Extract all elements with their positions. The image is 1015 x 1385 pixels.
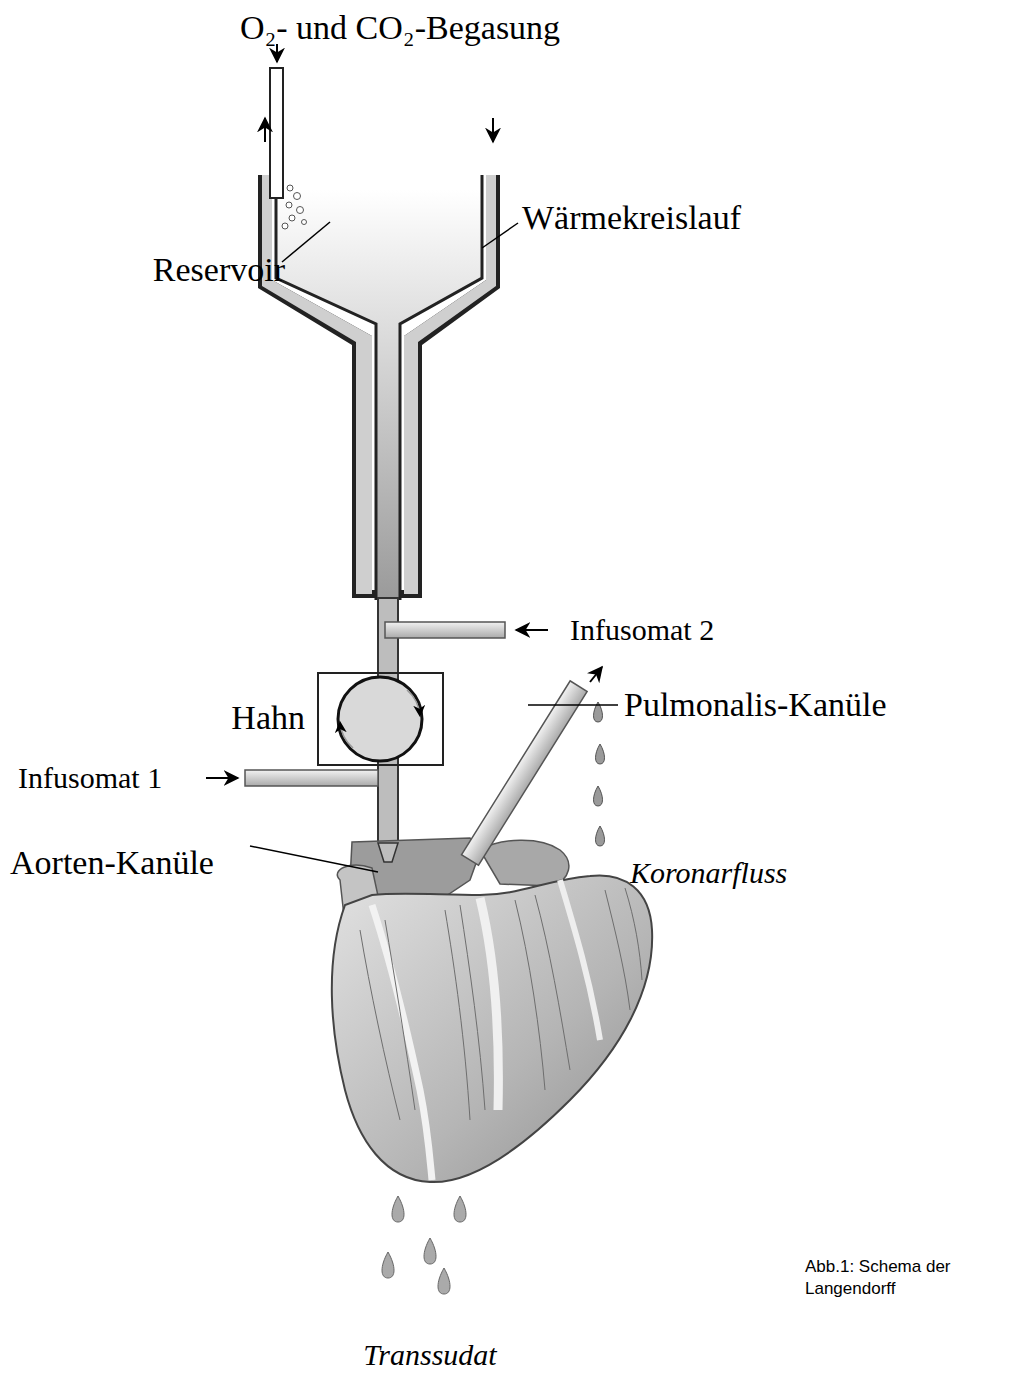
heart (332, 838, 652, 1182)
transudate-drops (382, 1196, 466, 1294)
gas-bubbles (282, 185, 307, 229)
flow-in-arrow (492, 118, 494, 142)
part-name: Wärmekreislauf (522, 198, 741, 237)
part-name: Reservoir (153, 250, 285, 289)
leader-line (250, 222, 618, 872)
flow-label: Transsudat (363, 1338, 496, 1373)
flow-arrow (590, 667, 602, 682)
infusomat-arrow (206, 777, 238, 779)
part-name: Aorten-Kanüle (10, 843, 214, 882)
flow-out-arrow (264, 118, 266, 142)
caption: Abb.1: Schema der Langendorff (805, 1256, 1005, 1300)
stopcock-rotation (340, 722, 353, 748)
title: O₂- und CO₂-Begasung (240, 8, 560, 47)
infusomat-bar (385, 622, 505, 638)
reservoir-wall (276, 175, 482, 600)
part-name: Hahn (231, 698, 305, 737)
infusomat-arrow (516, 629, 548, 631)
reservoir (276, 190, 482, 600)
infusomat-bar (245, 770, 378, 786)
gas-arrow (276, 44, 278, 62)
coronary-drops (594, 702, 605, 846)
aortic-cannula (378, 843, 398, 862)
part-name: Pulmonalis-Kanüle (624, 685, 887, 724)
pulmonalis-cannula (462, 681, 588, 865)
stopcock-rotation (407, 690, 420, 716)
part-name: Infusomat 2 (570, 613, 714, 648)
part-name: Infusomat 1 (18, 761, 162, 796)
stopcock (338, 677, 422, 761)
stopcock-box (318, 673, 443, 765)
flow-label: Koronarfluss (630, 856, 787, 891)
gas-tube (270, 68, 283, 198)
